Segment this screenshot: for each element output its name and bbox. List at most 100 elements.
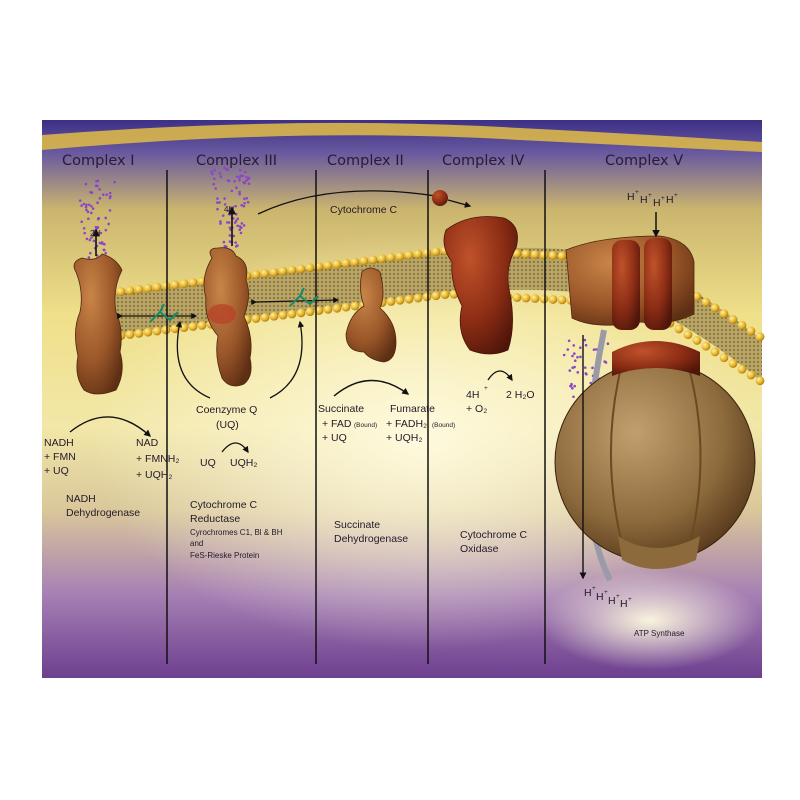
lipid-head bbox=[512, 293, 522, 302]
proton-dot bbox=[223, 244, 227, 248]
proton-dot bbox=[246, 200, 250, 204]
h-top-2: H bbox=[640, 194, 648, 206]
c1-fmnh2: + FMNH₂ bbox=[136, 453, 179, 465]
proton-dot bbox=[104, 228, 108, 232]
proton-dot bbox=[579, 346, 582, 350]
proton-dot bbox=[576, 371, 580, 374]
lipid-head bbox=[512, 249, 522, 258]
lipid-head bbox=[179, 323, 189, 333]
proton-dot bbox=[223, 203, 227, 206]
proton-dot bbox=[571, 354, 574, 358]
lipid-head bbox=[737, 364, 747, 374]
h-bottom-4: H bbox=[620, 598, 628, 610]
lipid-head bbox=[395, 295, 405, 305]
complex-ii-protein bbox=[345, 267, 397, 363]
lipid-head bbox=[710, 347, 720, 357]
proton-dot bbox=[78, 199, 82, 202]
lipid-head bbox=[728, 359, 738, 368]
lipid-head bbox=[737, 320, 747, 330]
c1-fmn: + FMN bbox=[44, 451, 76, 463]
proton-dot bbox=[242, 224, 246, 227]
proton-dot bbox=[238, 178, 241, 182]
proton-dot bbox=[219, 222, 222, 225]
proton-dot bbox=[233, 179, 236, 183]
proton-dot bbox=[569, 384, 573, 388]
proton-dot bbox=[104, 251, 108, 255]
proton-dot bbox=[222, 240, 226, 244]
lipid-head bbox=[368, 255, 378, 265]
lipid-head bbox=[386, 253, 396, 262]
lipid-head bbox=[746, 370, 756, 380]
lipid-head bbox=[386, 297, 396, 306]
lipid-head bbox=[557, 295, 567, 305]
c4-name-1: Cytochrome C bbox=[460, 529, 528, 541]
complex-v-base bbox=[618, 536, 700, 569]
cytochrome-c-arrow bbox=[447, 199, 472, 208]
cytochrome-c-label: Cytochrome C bbox=[330, 204, 398, 216]
proton-dot bbox=[571, 366, 574, 370]
c3-name-5: FeS-Rieske Protein bbox=[190, 551, 259, 560]
complex-iv-reaction-arrow bbox=[487, 370, 513, 382]
lipid-head bbox=[692, 292, 702, 301]
proton-dot bbox=[99, 231, 103, 235]
complex-v-f1-segment-a bbox=[609, 371, 625, 553]
proton-dot bbox=[234, 241, 237, 244]
proton-dot bbox=[82, 202, 86, 206]
c4-name-2: Oxidase bbox=[460, 543, 499, 555]
proton-dot bbox=[87, 203, 91, 207]
c3-name-2: Reductase bbox=[190, 513, 240, 525]
proton-dot bbox=[215, 201, 219, 204]
proton-dot bbox=[223, 166, 227, 170]
proton-dot bbox=[232, 234, 236, 238]
lipid-head bbox=[350, 301, 360, 311]
lipid-head bbox=[314, 262, 324, 271]
c4-water: 2 H₂O bbox=[506, 389, 535, 401]
complex-iv-heading: Complex IV bbox=[442, 153, 524, 169]
proton-dot bbox=[92, 239, 96, 243]
lipid-head bbox=[152, 326, 162, 336]
proton-dot bbox=[583, 366, 587, 369]
proton-dot bbox=[211, 172, 214, 176]
proton-dot bbox=[246, 177, 250, 181]
lipid-head bbox=[170, 280, 180, 290]
c1-uq: + UQ bbox=[44, 465, 69, 477]
h-bottom-1: H bbox=[584, 587, 592, 599]
lipid-head bbox=[296, 308, 306, 318]
proton-dot bbox=[213, 177, 216, 181]
proton-dot bbox=[87, 217, 90, 221]
proton-spray-complex-iii bbox=[210, 166, 251, 249]
complex-iii-heme bbox=[208, 304, 236, 324]
proton-dot bbox=[85, 237, 89, 241]
lipid-head bbox=[323, 261, 333, 270]
c3-name-4: and bbox=[190, 539, 203, 548]
proton-dot bbox=[236, 224, 239, 228]
proton-dot bbox=[245, 196, 249, 200]
complex-v-c-ring-right bbox=[644, 238, 672, 330]
proton-dot bbox=[573, 359, 577, 363]
proton-dot bbox=[87, 256, 91, 259]
proton-dot bbox=[96, 226, 100, 229]
proton-dot bbox=[239, 231, 243, 235]
proton-dot bbox=[94, 225, 98, 229]
lipid-head bbox=[341, 258, 351, 268]
plus-top-2: + bbox=[648, 192, 652, 199]
c2-name-2: Dehydrogenase bbox=[334, 533, 408, 545]
c2-fumarate: Fumarate bbox=[390, 403, 435, 415]
c3-uq-paren: (UQ) bbox=[216, 419, 239, 431]
proton-dot bbox=[97, 216, 101, 220]
proton-dot bbox=[83, 231, 87, 235]
proton-dot bbox=[594, 348, 598, 351]
proton-dot bbox=[107, 222, 110, 226]
lipid-head bbox=[710, 303, 720, 313]
proton-dot bbox=[228, 240, 232, 243]
proton-dot bbox=[108, 191, 112, 195]
proton-dot bbox=[242, 204, 246, 208]
lipid-head bbox=[377, 254, 387, 263]
ubiquinone-molecule-2 bbox=[289, 287, 319, 307]
proton-dot bbox=[213, 168, 216, 172]
proton-dot bbox=[585, 372, 588, 376]
proton-dot bbox=[86, 210, 90, 214]
proton-dot bbox=[583, 338, 587, 342]
proton-dot bbox=[226, 221, 229, 224]
proton-dot bbox=[562, 353, 566, 357]
